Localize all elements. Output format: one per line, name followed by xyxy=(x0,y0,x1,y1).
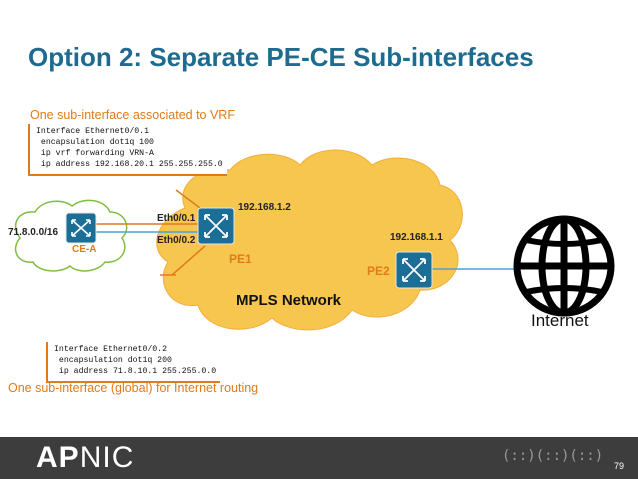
footer-bar: APNIC (::)(::)(::) 79 xyxy=(0,437,638,479)
network-diagram xyxy=(14,149,615,331)
ce-network-label: 71.8.0.0/16 xyxy=(8,227,59,238)
pe1-label: PE1 xyxy=(229,252,252,266)
pe2-router-icon xyxy=(395,251,433,289)
page-number: 79 xyxy=(613,461,624,471)
vrf-config-box: Interface Ethernet0/0.1 encapsulation do… xyxy=(28,124,227,176)
pe2-ip-label: 192.168.1.1 xyxy=(390,232,443,243)
internet-label: Internet xyxy=(531,311,589,330)
slide-title: Option 2: Separate PE-CE Sub-interfaces xyxy=(28,42,534,72)
logo-light: NIC xyxy=(79,441,135,474)
mpls-cloud xyxy=(156,149,463,331)
eth2-label: Eth0/0.2 xyxy=(157,235,196,246)
callout-line-vrf xyxy=(175,189,201,209)
global-config-box: Interface Ethernet0/0.2 encapsulation do… xyxy=(46,342,221,383)
apnic-logo: APNIC xyxy=(36,441,134,475)
callout-line-global xyxy=(171,245,206,276)
ce-router-icon xyxy=(65,212,97,244)
ce-router-label: CE-A xyxy=(72,244,97,255)
logo-bold: AP xyxy=(36,441,80,474)
globe-icon xyxy=(513,215,615,317)
mpls-network-label: MPLS Network xyxy=(236,292,342,309)
pe2-label: PE2 xyxy=(367,264,390,278)
vrf-caption: One sub-interface associated to VRF xyxy=(30,108,235,122)
pe1-router-icon xyxy=(197,207,235,245)
pe1-ip-label: 192.168.1.2 xyxy=(238,202,291,213)
global-caption: One sub-interface (global) for Internet … xyxy=(8,381,259,395)
eth1-label: Eth0/0.1 xyxy=(157,213,196,224)
decorative-pattern-icon: (::)(::)(::) xyxy=(502,448,604,464)
